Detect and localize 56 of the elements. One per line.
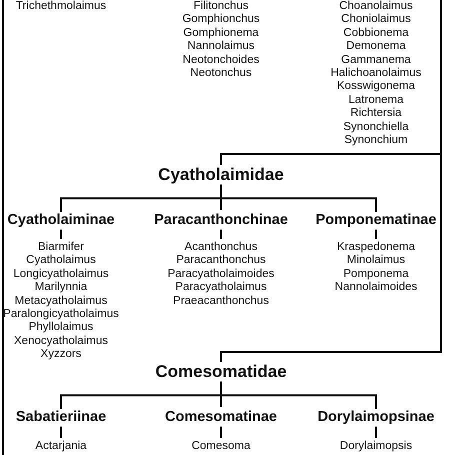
genus-name: Demonema (346, 40, 406, 54)
genus-name: Dorylaimopsis (340, 440, 412, 454)
subfamily-heading: Dorylaimopsinae (318, 409, 434, 426)
tree-connector (220, 426, 222, 438)
genus-name: Marilynnia (34, 281, 88, 295)
tree-connector (375, 426, 377, 438)
tree-connector (220, 230, 222, 239)
genus-name: Xyzzors (40, 348, 82, 362)
subfamily-heading: Sabatieriinae (16, 409, 106, 426)
genus-name: Gammanema (341, 54, 411, 68)
genus-name: Synonchium (344, 134, 408, 148)
tree-connector (220, 382, 377, 409)
genus-name: Longicyatholaimus (13, 268, 109, 282)
subfamily-heading: Pomponematinae (316, 212, 436, 229)
genus-name: Choniolaimus (341, 13, 411, 27)
genus-name: Minolaimus (346, 254, 406, 268)
genus-name: Pomponema (343, 268, 409, 282)
genus-name: Paracyatholaimus (175, 281, 267, 295)
tree-connector (60, 426, 62, 438)
genus-name: Paracanthonchus (176, 254, 266, 268)
tree-connector (220, 184, 377, 212)
genus-name: Richtersia (350, 107, 402, 121)
tree-connector (60, 230, 62, 239)
genus-name: Filitonchus (194, 0, 248, 14)
genus-name: Xenocyatholaimus (14, 334, 108, 348)
tree-connector (220, 0, 442, 362)
genus-name: Synonchiella (343, 120, 409, 134)
genus-name: Neotonchus (190, 67, 252, 80)
genus-name: Trichethmolaimus (16, 0, 106, 14)
subfamily-heading: Comesomatinae (165, 409, 277, 426)
genus-name: Acanthonchus (184, 241, 258, 254)
tree-connector (375, 230, 377, 239)
genus-name: Gomphionema (183, 26, 259, 40)
genus-name: Paracyatholaimoides (168, 268, 274, 282)
genus-name: Nannolaimoides (334, 281, 418, 295)
genus-name: Halichoanolaimus (330, 67, 422, 80)
genus-name: Actarjania (35, 440, 87, 454)
genus-name: Praeacanthonchus (173, 294, 269, 308)
genus-name: Neotonchoides (182, 54, 260, 68)
family-heading: Cyatholaimidae (158, 165, 284, 185)
genus-name: Comesoma (192, 440, 250, 454)
genus-name: Paralongicyatholaimus (3, 308, 119, 322)
genus-name: Kraspedonema (337, 241, 415, 254)
genus-name: Biarmifer (38, 241, 84, 254)
genus-name: Kosswigonema (337, 80, 415, 94)
genus-name: Metacyatholaimus (14, 294, 108, 308)
genus-name: Cobbionema (343, 26, 409, 40)
genus-name: Nannolaimus (187, 40, 255, 54)
genus-name: Choanolaimus (339, 0, 413, 14)
genus-name: Phyllolaimus (28, 321, 94, 335)
genus-name: Latronema (348, 94, 404, 108)
subfamily-heading: Cyatholaiminae (7, 212, 115, 229)
subfamily-heading: Paracanthonchinae (154, 212, 288, 229)
genus-name: Gomphionchus (182, 13, 260, 27)
genus-name: Cyatholaimus (26, 254, 96, 268)
family-heading: Comesomatidae (155, 362, 287, 382)
